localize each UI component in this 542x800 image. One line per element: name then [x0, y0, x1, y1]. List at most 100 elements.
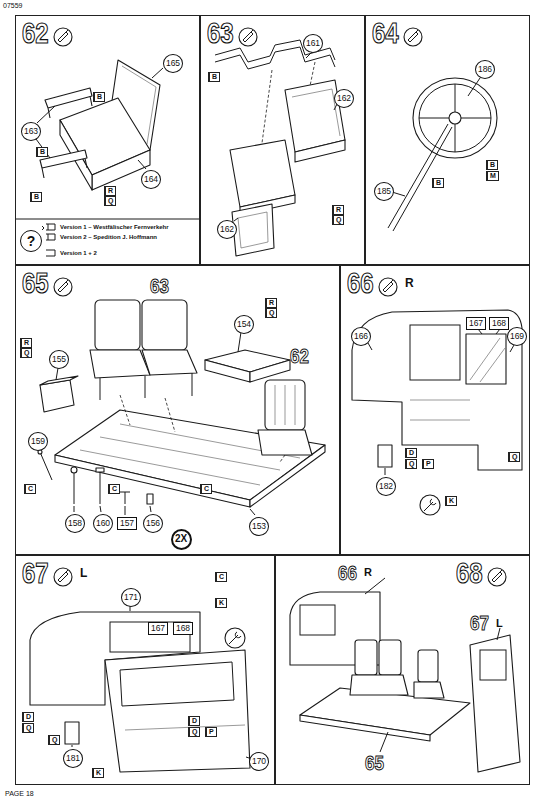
- callout-text: 168: [492, 318, 506, 328]
- side-tag: R: [364, 566, 372, 579]
- callout-number: 161: [303, 34, 323, 53]
- part-reference: 67: [470, 612, 489, 634]
- paint-flag: B: [93, 92, 105, 102]
- legend-entry: Version 1 – Westfälischer Fernverkehr: [60, 224, 169, 231]
- callout-number: 2X: [171, 529, 192, 550]
- callout-text: 154: [237, 319, 251, 329]
- callout-number: 182: [376, 477, 396, 496]
- legend-entry: Version 2 – Spedition J. Hoffmann: [60, 234, 157, 241]
- callout-text: 159: [31, 436, 45, 446]
- part-number-box: 167: [148, 622, 167, 635]
- paint-flag: Q: [332, 215, 344, 225]
- paint-flag: C: [200, 484, 212, 494]
- paint-flag: B: [36, 147, 48, 157]
- paint-flag: Q: [265, 308, 277, 318]
- paint-flag: B: [208, 72, 220, 82]
- callout-text: 155: [52, 354, 66, 364]
- callout-text: 181: [66, 753, 80, 763]
- paint-flag: D: [22, 712, 34, 722]
- callout-number: 154: [234, 315, 254, 334]
- part-number-box: 167: [466, 317, 485, 330]
- callout-text: 157: [120, 518, 134, 528]
- paint-flag: Q: [188, 727, 200, 737]
- callout-text: 164: [144, 174, 158, 184]
- paint-flag: R: [20, 338, 32, 348]
- paint-flag: R: [265, 298, 277, 308]
- callout-text: 167: [469, 318, 483, 328]
- callout-number: 159: [28, 432, 48, 451]
- paint-flag: K: [92, 768, 104, 778]
- callout-number: 181: [63, 749, 83, 768]
- callout-text: 161: [306, 38, 320, 48]
- callout-text: 156: [146, 518, 160, 528]
- step-panel: 68: [275, 555, 530, 785]
- paint-flag: C: [215, 572, 227, 582]
- step-panel: 67 L 171 167 168 181 170: [15, 555, 275, 785]
- callout-text: 2X: [175, 534, 187, 544]
- step-number: 64: [372, 16, 399, 50]
- part-reference: 65: [365, 752, 384, 774]
- page-note: PAGE 18: [5, 790, 34, 798]
- step-number: 62: [22, 16, 49, 50]
- step-number: 63: [207, 16, 234, 50]
- step-panel: 65 155 154 159 158 160 157 156 2X 153: [15, 265, 340, 555]
- callout-number: ?: [20, 230, 42, 252]
- step-number: 67: [22, 556, 49, 590]
- callout-text: 158: [68, 518, 82, 528]
- callout-text: ?: [27, 236, 36, 246]
- page-note: 07559: [3, 2, 22, 10]
- paint-flag: Q: [22, 723, 34, 733]
- callout-text: 165: [166, 58, 180, 68]
- paint-flag: C: [24, 484, 36, 494]
- step-panel: 63 161 162 162: [200, 15, 365, 265]
- callout-text: 163: [24, 126, 38, 136]
- legend-entry: Version 1 + 2: [60, 250, 97, 257]
- paint-flag: Q: [20, 348, 32, 358]
- callout-text: 186: [478, 64, 492, 74]
- callout-text: 162: [337, 93, 351, 103]
- callout-text: 171: [124, 592, 138, 602]
- callout-number: 158: [65, 514, 85, 533]
- paint-flag: B: [30, 192, 42, 202]
- callout-text: 162: [220, 224, 234, 234]
- callout-number: 162: [334, 89, 354, 108]
- paint-flag: K: [215, 598, 227, 608]
- paint-flag: R: [332, 205, 344, 215]
- callout-text: 160: [96, 518, 110, 528]
- side-tag: R: [405, 276, 414, 290]
- callout-number: 169: [507, 327, 527, 346]
- part-number-box: 168: [173, 622, 192, 635]
- step-number: 68: [456, 556, 483, 590]
- paint-flag: D: [188, 716, 200, 726]
- part-reference: 66: [338, 562, 357, 584]
- paint-flag: B: [432, 178, 444, 188]
- callout-number: 155: [49, 350, 69, 369]
- callout-number: 163: [21, 122, 41, 141]
- callout-text: 185: [377, 186, 391, 196]
- paint-flag: P: [205, 727, 217, 737]
- part-number-box: 157: [117, 517, 136, 530]
- paint-flag: Q: [508, 452, 520, 462]
- paint-flag: P: [422, 459, 434, 469]
- callout-number: 170: [249, 752, 269, 771]
- callout-number: 156: [143, 514, 163, 533]
- side-tag: L: [80, 566, 87, 580]
- step-panel: 66R166167168169182: [340, 265, 530, 555]
- part-reference: 62: [290, 345, 309, 367]
- callout-number: 153: [249, 517, 269, 536]
- callout-text: 170: [252, 756, 266, 766]
- callout-number: 186: [475, 60, 495, 79]
- paint-flag: Q: [405, 459, 417, 469]
- callout-text: 182: [379, 481, 393, 491]
- callout-number: 164: [141, 170, 161, 189]
- part-reference: 63: [150, 275, 169, 297]
- callout-number: 160: [93, 514, 113, 533]
- paint-flag: Q: [48, 735, 60, 745]
- step-number: 66: [347, 266, 374, 300]
- paint-flag: K: [445, 496, 457, 506]
- part-number-box: 168: [489, 317, 508, 330]
- callout-number: 162: [217, 220, 237, 239]
- step-number: 65: [22, 266, 49, 300]
- step-panel: 64 186 185: [365, 15, 530, 265]
